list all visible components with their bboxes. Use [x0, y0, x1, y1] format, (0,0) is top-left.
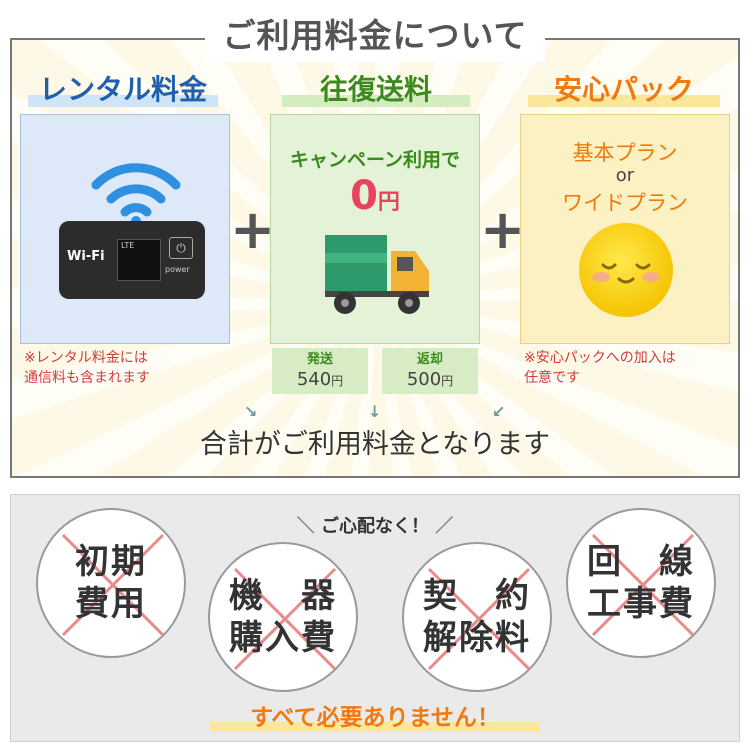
bubble-line-2: 工事費	[587, 584, 695, 624]
shipping-heading: 往復送料	[282, 70, 470, 110]
rental-heading: レンタル料金	[28, 70, 218, 110]
smiley-icon	[579, 223, 673, 317]
arrow-down-icon: ↓	[368, 402, 382, 421]
basic-plan-label: 基本プラン	[572, 141, 678, 165]
campaign-label: キャンペーン利用で	[289, 149, 461, 171]
speech-bubble-initial-cost: 初期 費用	[36, 508, 186, 658]
send-fee-box: 発送 540円	[272, 348, 368, 394]
speech-bubble-line-work-fee: 回 線 工事費	[566, 508, 716, 658]
rental-panel: Wi-Fi LTE ⏻ power	[20, 114, 230, 344]
bubble-line-2: 解除料	[423, 618, 531, 658]
truck-icon	[325, 235, 429, 314]
anshin-heading: 安心パック	[528, 70, 720, 110]
device-power-label: power	[165, 265, 190, 274]
rental-note: ※レンタル料金には 通信料も含まれます	[24, 350, 150, 386]
anshin-note: ※安心パックへの加入は 任意です	[524, 350, 676, 386]
cross-icon	[61, 533, 165, 637]
wifi-icon	[91, 163, 181, 226]
plus-sign: +	[480, 198, 526, 261]
device-lte-label: LTE	[121, 241, 135, 250]
arrow-down-right-icon: ↘	[244, 402, 258, 421]
arrow-down-left-icon: ↙	[492, 402, 506, 421]
page-title: ご利用料金について	[205, 10, 545, 62]
send-fee-value: 540円	[296, 369, 344, 390]
zero-yen-price: 0円	[350, 173, 400, 219]
cross-icon	[427, 567, 531, 671]
return-fee-value: 500円	[406, 369, 454, 390]
bubble-line-2: 購入費	[229, 618, 337, 658]
send-fee-label: 発送	[306, 352, 333, 367]
return-fee-box: 返却 500円	[382, 348, 478, 394]
wide-plan-label: ワイドプラン	[562, 191, 688, 215]
wifi-router-image: Wi-Fi LTE ⏻ power	[59, 221, 205, 299]
or-label: or	[615, 165, 635, 186]
bubble-line-1: 回 線	[587, 542, 695, 582]
cross-icon	[233, 567, 337, 671]
cross-icon	[591, 533, 695, 637]
plus-sign: +	[230, 198, 276, 261]
total-message: 合計がご利用料金となります	[199, 429, 551, 460]
power-icon: ⏻	[169, 237, 193, 259]
return-fee-label: 返却	[416, 352, 443, 367]
no-worry-label: ＼ ご心配なく！ ／	[296, 516, 454, 537]
device-wifi-label: Wi-Fi	[67, 249, 105, 264]
bubble-line-1: 機 器	[229, 576, 337, 616]
speech-bubble-device-cost: 機 器 購入費	[208, 542, 358, 692]
speech-bubble-cancellation-fee: 契 約 解除料	[402, 542, 552, 692]
shipping-panel: キャンペーン利用で 0円	[270, 114, 480, 344]
bubble-line-1: 契 約	[423, 576, 531, 616]
bubble-line-1: 初期	[75, 542, 147, 582]
bubble-line-2: 費用	[75, 584, 147, 624]
not-required-message: すべて必要ありません！	[210, 700, 540, 736]
anshin-panel: 基本プラン or ワイドプラン	[520, 114, 730, 344]
